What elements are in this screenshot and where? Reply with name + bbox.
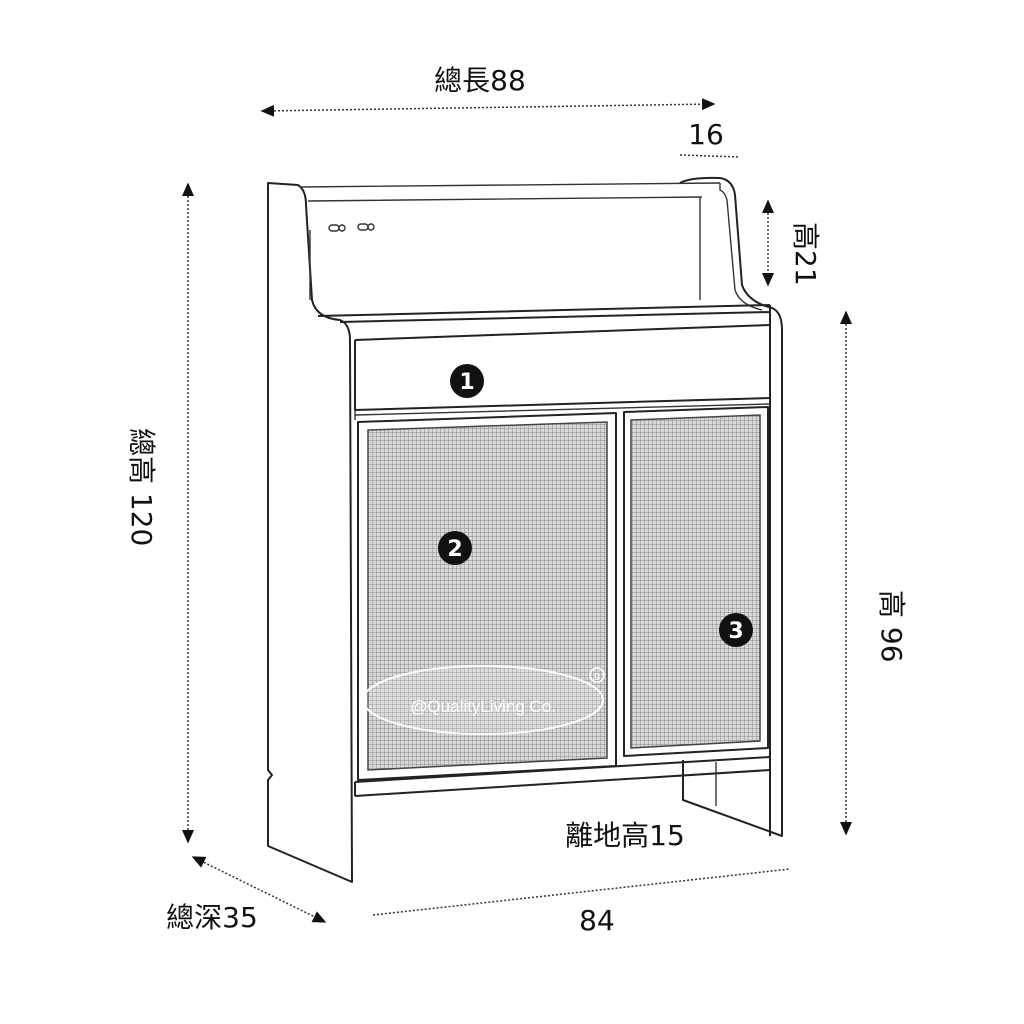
left-door-mesh bbox=[367, 421, 608, 771]
cabinet bbox=[267, 176, 783, 883]
ground-clearance-label: 離地高15 bbox=[565, 819, 685, 852]
svg-text:3: 3 bbox=[728, 619, 743, 644]
total-height-label: 總高 120 bbox=[125, 428, 158, 546]
right-door-mesh bbox=[630, 414, 761, 749]
top-shelf bbox=[299, 182, 721, 300]
total-depth-label: 總深35 bbox=[166, 901, 258, 934]
total-length-label: 總長88 bbox=[434, 64, 526, 97]
bottom-rail bbox=[354, 756, 771, 797]
body-height-label: 高 96 bbox=[875, 590, 908, 663]
total-depth-arrow bbox=[191, 856, 327, 923]
svg-text:1: 1 bbox=[459, 370, 474, 395]
watermark: @QualityLiving Co. 9 bbox=[362, 665, 605, 735]
svg-text:@QualityLiving Co.: @QualityLiving Co. bbox=[410, 697, 556, 716]
marker-3: 3 bbox=[719, 613, 753, 647]
total-length-arrow bbox=[260, 98, 716, 117]
marker-2: 2 bbox=[438, 531, 472, 565]
countertop bbox=[317, 304, 771, 836]
svg-text:2: 2 bbox=[447, 537, 462, 562]
inner-width-line bbox=[372, 868, 791, 916]
right-door[interactable] bbox=[623, 406, 769, 757]
top-depth-line bbox=[679, 154, 741, 158]
shelf-pin-icons bbox=[328, 223, 375, 232]
left-side-panel bbox=[267, 182, 353, 883]
top-height-label: 高21 bbox=[789, 222, 822, 286]
right-side-panel bbox=[679, 176, 783, 837]
svg-text:9: 9 bbox=[594, 672, 600, 683]
drawer[interactable] bbox=[354, 325, 771, 411]
top-depth-label: 16 bbox=[688, 118, 724, 151]
inner-width-label: 84 bbox=[579, 904, 615, 937]
marker-1: 1 bbox=[450, 364, 484, 398]
